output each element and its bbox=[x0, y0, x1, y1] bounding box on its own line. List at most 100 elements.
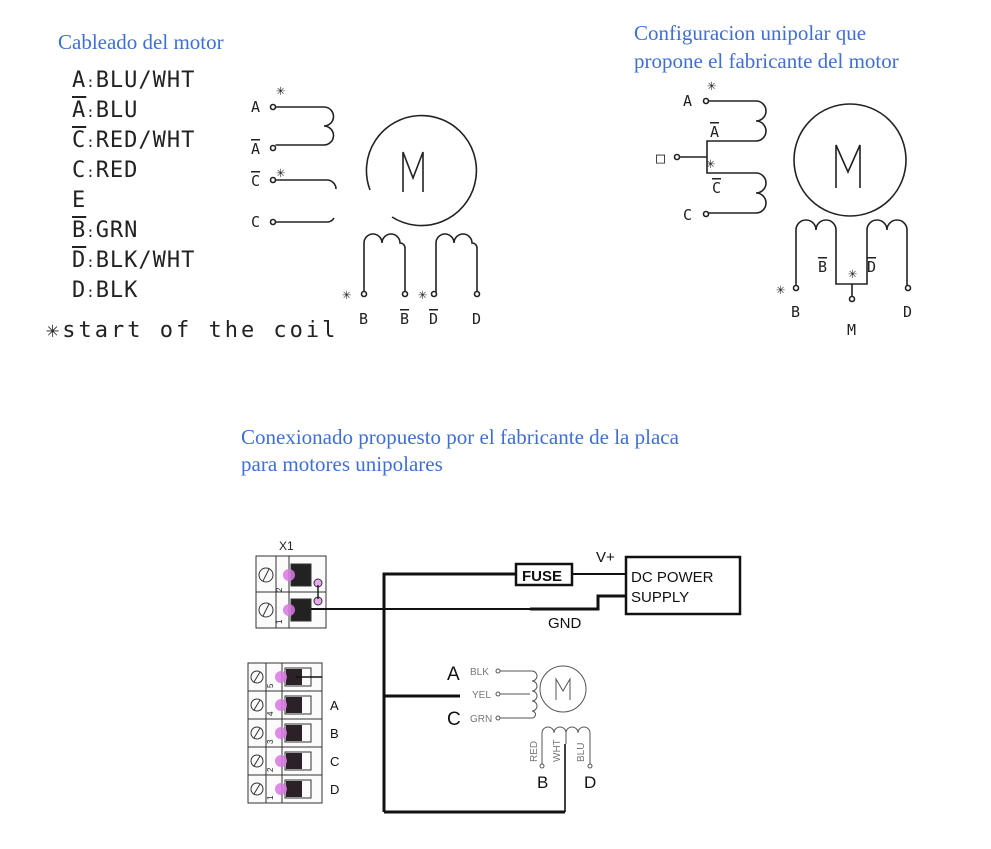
terminal-common-ac bbox=[673, 153, 681, 161]
legend-separator: : bbox=[86, 105, 96, 121]
pin-label-b-bar: B bbox=[400, 310, 409, 328]
legend-wire-color: RED bbox=[95, 158, 139, 183]
phase-label: B bbox=[330, 726, 339, 741]
fuse bbox=[514, 562, 574, 587]
motor-pin-number: 3 bbox=[266, 739, 275, 744]
star-icon: ✳ bbox=[46, 318, 63, 343]
small-motor bbox=[495, 665, 593, 769]
screw-icon bbox=[250, 670, 264, 684]
legend-terminal: A bbox=[72, 68, 87, 93]
coil-b bbox=[363, 233, 406, 293]
pin-label-m: M bbox=[847, 321, 856, 339]
legend-terminal: D bbox=[72, 278, 87, 303]
motor-term-b: B bbox=[537, 773, 548, 792]
diagram-unipolar bbox=[673, 97, 912, 303]
terminal-c bbox=[702, 210, 710, 218]
wire-color-yel: YEL bbox=[472, 690, 491, 701]
pin-label-d: D bbox=[472, 310, 481, 328]
diagram-wiring bbox=[269, 103, 481, 298]
motor-term-c: C bbox=[447, 709, 461, 730]
motor-term-a: A bbox=[447, 664, 460, 685]
wire-color-grn: GRN bbox=[470, 714, 492, 725]
coil-d bbox=[435, 233, 478, 293]
pin-label-a-bar: A bbox=[251, 140, 260, 158]
screw-icon bbox=[250, 726, 264, 740]
screw-icon bbox=[258, 602, 274, 618]
coil-c-top bbox=[275, 179, 337, 190]
star-icon: ✳ bbox=[706, 154, 715, 172]
power-pin-number: 2 bbox=[275, 587, 284, 592]
legend-terminal: B bbox=[72, 218, 87, 243]
motor-m-glyph bbox=[555, 677, 571, 700]
legend-line: E bbox=[72, 188, 86, 213]
legend-wire-color: BLU bbox=[95, 98, 139, 123]
motor-m-glyph bbox=[835, 144, 861, 188]
unipolar-title-line1: Configuracion unipolar que bbox=[634, 21, 867, 45]
screw-icon bbox=[250, 698, 264, 712]
motor-circle bbox=[365, 114, 478, 227]
footnote: ✳start of the coil bbox=[46, 318, 338, 343]
terminal-pink bbox=[275, 783, 287, 795]
pin-label-common: □ bbox=[656, 149, 665, 167]
footnote-text: start of the coil bbox=[62, 318, 339, 343]
terminal-d-bar bbox=[430, 290, 438, 298]
label-a-bar: A bbox=[710, 123, 719, 141]
pin-label-c: C bbox=[251, 213, 260, 231]
board-title-line2: para motores unipolares bbox=[241, 452, 443, 476]
terminal-b-bar bbox=[401, 290, 409, 298]
wiring-title: Cableado del motor bbox=[58, 30, 224, 54]
legend-terminal: C bbox=[72, 128, 87, 153]
wire-color-blu: BLU bbox=[576, 743, 587, 762]
terminal-d bbox=[904, 284, 912, 292]
label-c-bar: C bbox=[712, 179, 721, 197]
x1-label: X1 bbox=[279, 539, 294, 553]
wire-vplus-bus bbox=[382, 572, 516, 812]
dc-power-supply bbox=[624, 555, 742, 616]
legend-line: A:BLU bbox=[72, 98, 138, 123]
legend-separator: : bbox=[86, 165, 96, 181]
gnd-label: GND bbox=[548, 615, 582, 632]
x1-connector bbox=[255, 555, 327, 629]
terminal-a-bar bbox=[269, 144, 277, 152]
legend-separator: : bbox=[86, 75, 96, 91]
legend-wire-color: BLK bbox=[95, 278, 139, 303]
legend-line: A:BLU/WHT bbox=[72, 68, 195, 93]
legend-separator: : bbox=[86, 255, 96, 271]
legend-line: D:BLK bbox=[72, 278, 138, 303]
wire-color-blk: BLK bbox=[470, 667, 489, 678]
terminal-a bbox=[702, 97, 710, 105]
screw-icon bbox=[250, 782, 264, 796]
terminal-c bbox=[269, 218, 277, 226]
legend-terminal: C bbox=[72, 158, 87, 183]
terminal-d bbox=[473, 290, 481, 298]
legend-terminal: D bbox=[72, 248, 87, 273]
legend-terminal: A bbox=[72, 98, 87, 123]
screw-icon bbox=[250, 754, 264, 768]
phase-label: D bbox=[330, 782, 339, 797]
terminal-pink bbox=[275, 671, 287, 683]
legend-line: B:GRN bbox=[72, 218, 138, 243]
vplus-label: V+ bbox=[596, 549, 615, 566]
wire-color-wht: WHT bbox=[552, 739, 563, 762]
label-d-bar: D bbox=[867, 258, 876, 276]
star-icon: ✳ bbox=[848, 264, 857, 282]
terminal-pink bbox=[275, 755, 287, 767]
star-icon: ✳ bbox=[707, 76, 716, 94]
star-icon: ✳ bbox=[418, 285, 427, 303]
pin-label-c-bar: C bbox=[251, 172, 260, 190]
psu-label-line1: DC POWER bbox=[631, 569, 714, 586]
legend-separator: : bbox=[86, 225, 96, 241]
legend-line: D:BLK/WHT bbox=[72, 248, 195, 273]
coil-a bbox=[275, 106, 335, 146]
unipolar-title-line2: propone el fabricante del motor bbox=[634, 49, 899, 73]
wire-gnd bbox=[530, 594, 626, 611]
terminal-a bbox=[269, 103, 277, 111]
pin-label-b: B bbox=[359, 310, 368, 328]
motor-pin-number: 5 bbox=[266, 683, 275, 688]
wires bbox=[311, 572, 626, 814]
star-icon: ✳ bbox=[276, 81, 285, 99]
legend-separator: : bbox=[86, 285, 96, 301]
legend-terminal: E bbox=[72, 188, 87, 213]
